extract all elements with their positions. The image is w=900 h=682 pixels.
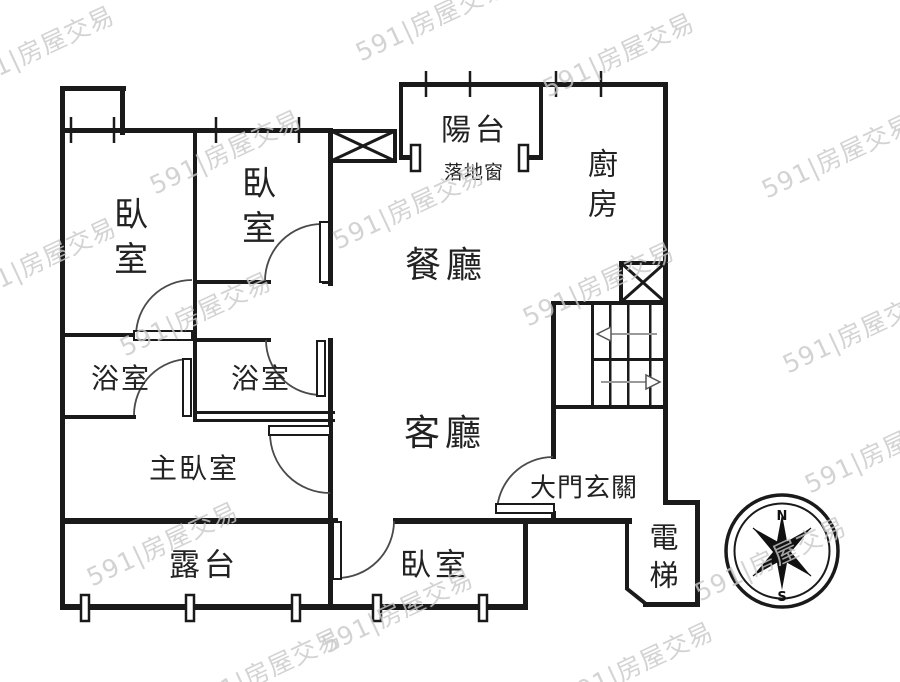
wall: [60, 415, 136, 419]
room-label-bath1: 浴室: [90, 362, 152, 395]
balcony-wall: [399, 155, 413, 160]
stair-arrow-head: [645, 373, 662, 391]
window-marker: [79, 593, 91, 623]
wall: [523, 518, 528, 610]
door-swing-arc: [496, 456, 554, 514]
room-label-elevator: 電梯: [649, 520, 679, 593]
window-marker: [184, 593, 196, 623]
wall: [193, 130, 197, 420]
stair-landing-divider: [591, 303, 594, 407]
wall: [551, 301, 556, 459]
door-swing-arc: [336, 520, 395, 579]
elevator-wall: [625, 520, 629, 589]
window-ticks: [69, 71, 603, 143]
door-swing-arc: [269, 432, 331, 494]
stair-arrow-head: [595, 325, 612, 343]
door-swing-arc: [135, 279, 193, 337]
stair-mid-divider: [591, 358, 667, 361]
room-label-bedroom2: 臥室: [242, 164, 276, 249]
stair-tread: [609, 303, 612, 407]
door-leaf: [268, 425, 331, 436]
room-label-terrace: 露台: [169, 547, 239, 584]
room-label-master: 主臥室: [148, 452, 240, 485]
wall: [193, 411, 335, 414]
compass-north-label: N: [777, 509, 788, 524]
wall: [328, 518, 333, 610]
wall: [193, 280, 271, 284]
wall: [60, 333, 136, 337]
wall: [393, 518, 632, 524]
elevator-wall: [643, 602, 700, 607]
sliding-door-post: [409, 143, 422, 173]
door-swing-arc: [133, 358, 191, 416]
stair-tread: [627, 303, 630, 407]
staircase: [591, 303, 667, 407]
wall: [193, 419, 335, 422]
elevator-wall: [695, 500, 700, 607]
door-leaf: [316, 340, 326, 397]
wall: [328, 338, 333, 424]
door-leaves: [133, 221, 555, 580]
door-leaf: [332, 521, 342, 580]
door-leaf: [319, 221, 330, 283]
door-arcs: [133, 223, 554, 579]
window-markers: [79, 143, 530, 623]
wall: [328, 424, 333, 520]
window-marker: [371, 593, 383, 623]
shaft-x-symbol: [329, 129, 397, 163]
wall: [551, 511, 556, 524]
main-door-leaf: [495, 503, 555, 514]
room-label-dining: 餐廳: [404, 245, 488, 286]
door-leaf: [182, 358, 192, 417]
door-swing-arc: [265, 339, 322, 396]
compass: N S: [724, 493, 840, 609]
wall: [60, 128, 65, 610]
wall: [543, 82, 668, 87]
wall: [120, 86, 125, 135]
stair-tread: [649, 303, 652, 407]
wall: [193, 338, 271, 342]
room-label-balcony: 陽台: [441, 113, 509, 148]
wall: [60, 86, 65, 135]
compass-needle: [753, 514, 811, 590]
door-leaf: [133, 330, 193, 341]
balcony-wall: [399, 82, 403, 160]
sliding-door-post: [517, 143, 530, 173]
compass-inner-ring: [733, 502, 831, 600]
wall: [328, 128, 333, 286]
room-label-bath2: 浴室: [230, 362, 292, 395]
room-label-kitchen: 廚房: [588, 147, 618, 222]
elevator-chamfer-wall: [624, 586, 648, 606]
balcony-wall: [539, 82, 543, 160]
wall: [60, 86, 126, 91]
wall: [60, 518, 338, 524]
room-label-bedroom1: 臥室: [114, 195, 148, 280]
room-label-bedroom3: 臥室: [400, 547, 470, 584]
elevator-wall: [663, 500, 700, 505]
room-label-floor-window: 落地窗: [443, 161, 505, 184]
compass-south-label: S: [777, 590, 786, 605]
balcony-wall: [529, 155, 543, 160]
door-swing-arc: [264, 223, 323, 282]
compass-outer-ring: [724, 493, 840, 609]
room-label-living: 客廳: [403, 413, 487, 454]
room-label-foyer: 大門玄關: [529, 473, 639, 504]
shaft-x-symbol: [619, 261, 667, 304]
window-marker: [477, 593, 489, 623]
window-marker: [290, 593, 302, 623]
